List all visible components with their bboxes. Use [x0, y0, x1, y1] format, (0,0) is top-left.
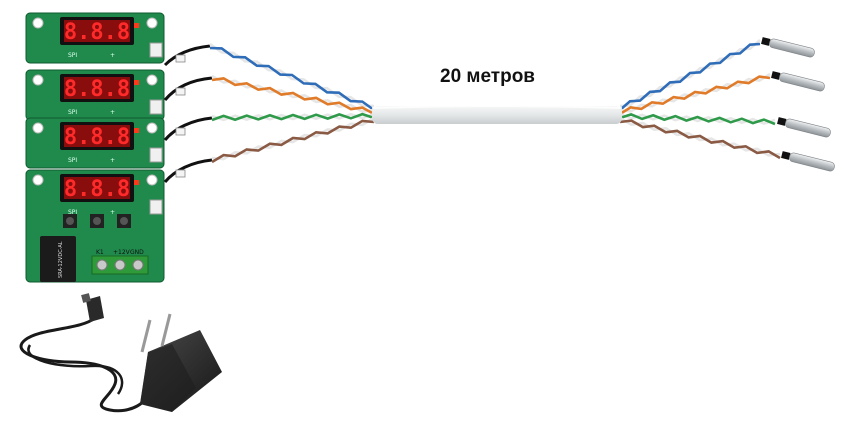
cable-sag: [371, 105, 623, 109]
temperature-probe-icon: [761, 37, 815, 58]
pcb-label-b: +: [110, 52, 115, 59]
push-button-cap: [120, 217, 128, 225]
cable-jacket: [372, 106, 622, 124]
pcb-label-a: SPI: [68, 157, 77, 164]
led-display: [64, 77, 130, 99]
pair-left-1: [209, 46, 375, 112]
dc-plug: [86, 296, 104, 322]
status-led: [134, 128, 139, 133]
adapter-pin-1: [140, 319, 152, 353]
lead-2: [163, 76, 213, 101]
probe-shrink: [761, 37, 771, 46]
probe-tube: [785, 118, 831, 138]
probe-tube: [789, 152, 835, 172]
pcb-label-a: SPI: [68, 52, 77, 59]
pair-left-4: [211, 119, 375, 164]
sensor-connector: [149, 199, 163, 215]
pcb-label-b: +: [110, 209, 115, 216]
temperature-probe-icon: [781, 151, 835, 172]
connector-3: [175, 127, 186, 136]
temperature-probe-icon: [777, 117, 831, 138]
adapter-coil-2: [27, 344, 124, 395]
board-leads: [163, 44, 213, 183]
push-button-cap: [93, 217, 101, 225]
terminal-screw: [114, 259, 126, 271]
probe-tube: [769, 38, 815, 58]
mount-hole: [146, 122, 158, 134]
mount-hole: [146, 74, 158, 86]
probe-tube: [779, 72, 825, 92]
probe-shrink: [777, 117, 787, 126]
display-digits: 8.8.8: [64, 77, 130, 102]
led-display: [64, 177, 130, 199]
pair-right-4: [619, 119, 781, 160]
display-digits: 8.8.8: [64, 20, 130, 45]
display-digits: 8.8.8: [64, 177, 130, 202]
sensor-connector: [149, 99, 163, 115]
pair-right-2: [619, 75, 771, 116]
pair-left-2: [211, 77, 375, 116]
status-led: [134, 23, 139, 28]
temperature-probe-icon: [771, 71, 825, 92]
terminal-screw: [96, 259, 108, 271]
sensor-connector: [149, 42, 163, 58]
status-led: [134, 80, 139, 85]
mount-hole: [32, 74, 44, 86]
cable-icon: [371, 105, 623, 124]
led-display: [64, 20, 130, 42]
push-button-cap: [66, 217, 74, 225]
terminal-screw: [132, 259, 144, 271]
mount-hole: [32, 122, 44, 134]
display-digits: 8.8.8: [64, 125, 130, 150]
adapter-face: [140, 344, 196, 412]
sensor-connector: [149, 147, 163, 163]
probe-shrink: [781, 151, 791, 160]
terminal-label: +12V: [113, 249, 131, 256]
pair-left-3: [211, 112, 375, 122]
pair-right-3: [619, 113, 776, 126]
lead-3: [163, 116, 213, 141]
pcb-label-a: SPI: [68, 209, 77, 216]
pair-right-1: [619, 42, 761, 111]
probe-shrink: [771, 71, 781, 80]
lead-4: [163, 158, 213, 183]
temperature-probes: [761, 37, 835, 172]
mount-hole: [32, 17, 44, 29]
thermostat-boards: 8.8.8SPI+8.8.8SPI+8.8.8SPI+8.8.8SPI+SRA-…: [25, 12, 165, 283]
pcb-label-b: +: [110, 157, 115, 164]
relay: [40, 236, 76, 282]
connector-2: [175, 87, 186, 96]
mount-hole: [146, 174, 158, 186]
adapter-pin-2: [160, 313, 172, 347]
connector-1: [175, 54, 186, 63]
twisted-pairs: [209, 39, 781, 164]
power-adapter-icon: [19, 293, 222, 413]
led-display: [64, 125, 130, 147]
mount-hole: [146, 17, 158, 29]
terminal-label: K1: [96, 249, 104, 256]
pcb-label-a: SPI: [68, 109, 77, 116]
status-led: [134, 180, 139, 185]
relay-text: SRA-12VDC-AL: [58, 241, 64, 278]
cable-length-label: 20 метров: [440, 66, 535, 87]
dc-plug-tip: [81, 293, 91, 303]
adapter-coil: [19, 316, 150, 413]
mount-hole: [32, 174, 44, 186]
connector-4: [175, 169, 186, 178]
terminal-label: GND: [130, 249, 144, 256]
lead-1: [163, 44, 211, 67]
pcb-label-b: +: [110, 109, 115, 116]
